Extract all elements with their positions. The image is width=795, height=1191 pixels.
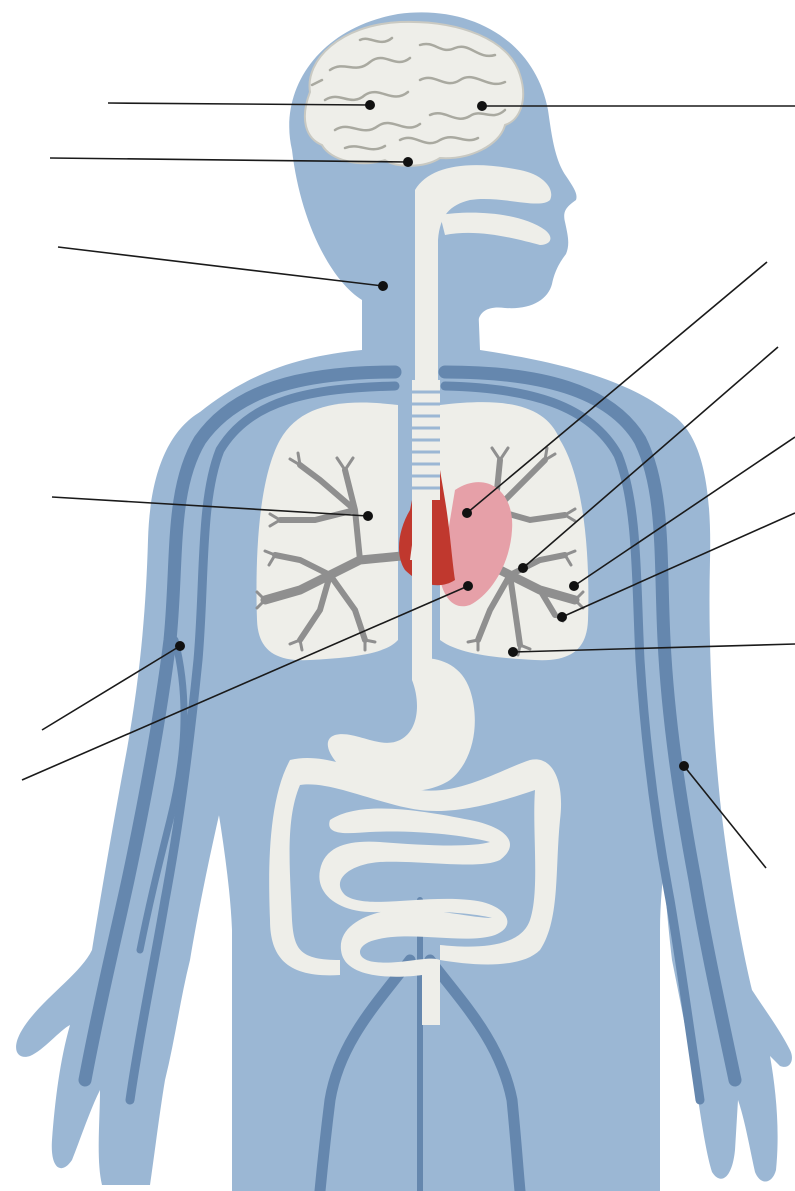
brain-outline bbox=[305, 22, 523, 166]
left-arm-shape bbox=[16, 412, 232, 1185]
dot-bronchus-left bbox=[518, 563, 528, 573]
dot-heart-upper bbox=[462, 508, 472, 518]
esophagus bbox=[412, 500, 432, 670]
dot-brain-base bbox=[403, 157, 413, 167]
dot-bronchiole bbox=[557, 612, 567, 622]
dot-lung-left-mid bbox=[569, 581, 579, 591]
dot-right-lung-bronchi bbox=[363, 511, 373, 521]
dot-arm-vessel-left bbox=[175, 641, 185, 651]
dot-neck bbox=[378, 281, 388, 291]
dot-brain-left bbox=[365, 100, 375, 110]
dot-arm-vessel-right bbox=[679, 761, 689, 771]
dot-lung-left-lower bbox=[508, 647, 518, 657]
brain bbox=[305, 22, 523, 166]
body-silhouette bbox=[16, 12, 792, 1191]
dot-brain-right bbox=[477, 101, 487, 111]
dot-heart-lower bbox=[463, 581, 473, 591]
